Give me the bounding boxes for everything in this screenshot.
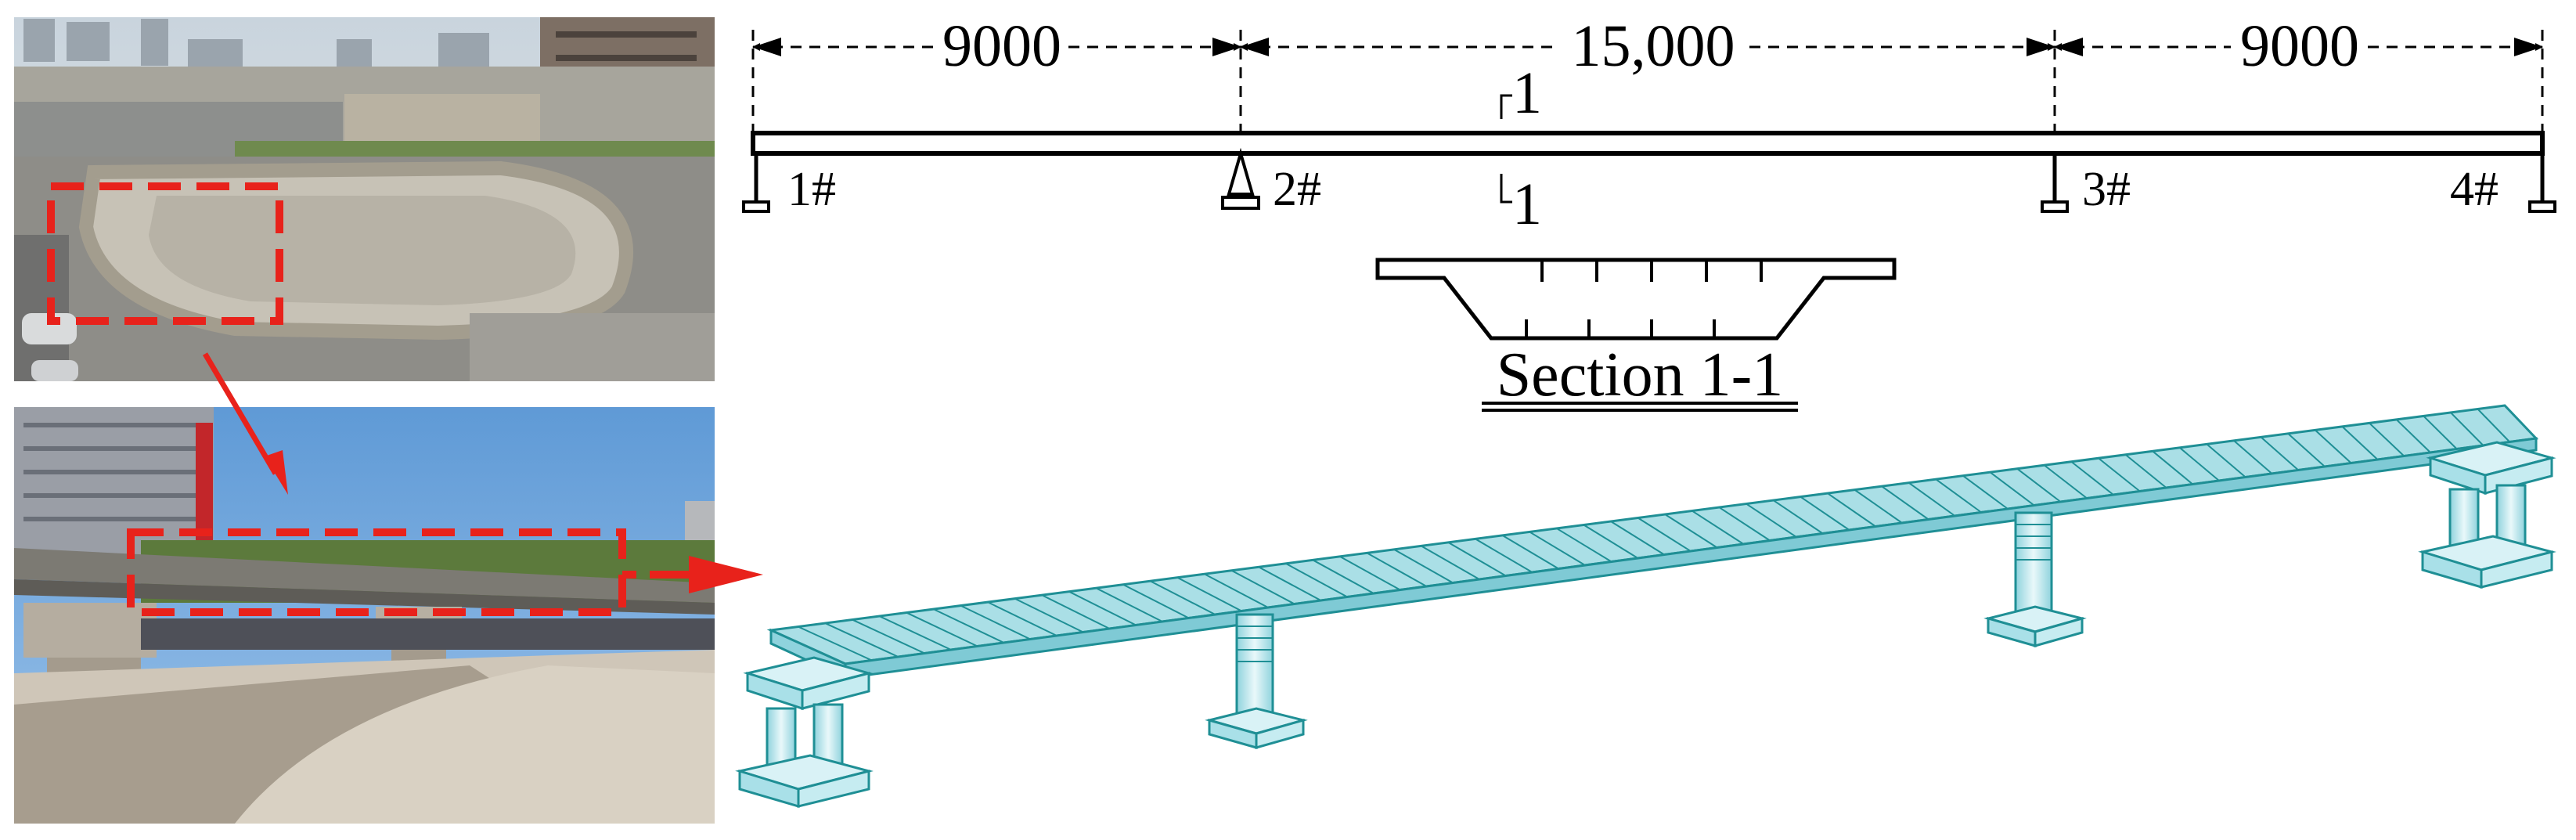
deck-rib-line xyxy=(2044,464,2088,499)
deck-rib-line xyxy=(2098,457,2141,492)
support-label-4: 4# xyxy=(2450,163,2499,216)
deck-rib-line xyxy=(1529,531,1586,566)
deck-rib-line xyxy=(1718,507,1771,542)
deck-rib-line xyxy=(1854,488,1903,524)
deck-rib-line xyxy=(1637,517,1692,552)
pier-2 xyxy=(1205,613,1308,749)
deck-rib-line xyxy=(1041,594,1110,629)
dimension-span-1: 9000 xyxy=(942,13,1061,79)
deck-rib-line xyxy=(1989,471,2035,507)
deck-rib-line xyxy=(1122,583,1190,619)
deck-rib-line xyxy=(1176,576,1242,612)
deck-rib-line xyxy=(2341,426,2379,460)
deck-rib-line xyxy=(1312,559,1374,594)
deck-rib-line xyxy=(1962,474,2009,510)
deck-rib-line xyxy=(2477,408,2510,443)
deck-rib-line xyxy=(1610,521,1665,556)
deck-rib-line xyxy=(824,622,899,658)
deck-rib-line xyxy=(1935,478,1982,514)
deck-rib-line xyxy=(798,625,873,662)
deck-rib-line xyxy=(1339,555,1401,591)
deck-rib-line xyxy=(1014,597,1084,633)
pier-4 xyxy=(2418,441,2556,589)
deck-rib-line xyxy=(2179,447,2220,481)
deck-rib-line xyxy=(1800,496,1850,531)
deck-rib-line xyxy=(1447,542,1507,577)
deck-rib-line xyxy=(879,615,952,651)
deck-rib-line xyxy=(852,618,925,654)
pier-1 xyxy=(735,656,874,809)
support-label-3: 3# xyxy=(2082,163,2131,216)
deck-rib-line xyxy=(933,608,1004,644)
deck-rib-line xyxy=(1150,580,1216,615)
deck-rib-line xyxy=(1204,573,1269,608)
deck-rib-line xyxy=(2369,422,2405,457)
deck-rib-line xyxy=(2287,433,2326,467)
section-marker-bottom: 1 xyxy=(1512,171,1542,237)
deck-rib-line xyxy=(1258,566,1321,601)
deck-rib-line xyxy=(2423,415,2458,450)
deck-rib-line xyxy=(1692,510,1745,545)
deck-rib-line xyxy=(1501,535,1559,570)
deck-rib-line xyxy=(1475,538,1533,573)
support-2 xyxy=(1221,147,1260,210)
deck-rib-line xyxy=(2233,440,2273,474)
deck-rib-line xyxy=(960,604,1031,640)
deck-rib-line xyxy=(1556,528,1612,563)
deck-rib-line xyxy=(1366,552,1427,587)
deck-rib-line xyxy=(2206,443,2246,478)
deck-rib-line xyxy=(1583,524,1639,559)
deck-rib-line xyxy=(2315,429,2352,464)
support-label-1: 1# xyxy=(787,163,836,216)
deck-rib-line xyxy=(1827,492,1876,528)
deck-rib-line xyxy=(1285,562,1348,598)
deck-rib-line xyxy=(1068,590,1137,626)
deck-rib-line xyxy=(1908,481,1956,517)
support-3 xyxy=(2041,153,2069,213)
support-1 xyxy=(742,153,770,213)
dimension-span-2: 15,000 xyxy=(1572,13,1735,79)
dimension-span-3: 9000 xyxy=(2240,13,2359,79)
deck-rib-line xyxy=(2070,460,2114,496)
deck-rib-line xyxy=(906,611,978,647)
deck-rib-line xyxy=(1393,548,1454,584)
support-label-2: 2# xyxy=(1273,163,1321,216)
section-marker-top: 1 xyxy=(1512,60,1542,126)
deck-rib-line xyxy=(2260,436,2299,471)
section-title: Section 1-1 xyxy=(1497,341,1784,409)
deck-rib-line xyxy=(2395,419,2431,453)
deck-rib-line xyxy=(1095,587,1163,622)
deck-rib-line xyxy=(1664,514,1718,549)
highlight-arrows xyxy=(202,352,763,593)
deck-rib-line xyxy=(1772,499,1824,535)
deck-rib-line xyxy=(2016,467,2062,503)
plan-diagram: 9000 15,000 9000 1 1 1# 2# 3# 4# xyxy=(742,13,2556,237)
deck-rib-line xyxy=(1230,569,1295,605)
deck-rib-line xyxy=(2450,412,2484,446)
pier-3 xyxy=(1983,511,2087,647)
deck-rib-line xyxy=(1746,503,1797,538)
fe-model-3d xyxy=(735,404,2556,809)
deck-rib-line xyxy=(2124,454,2167,488)
deck-rib-line xyxy=(987,601,1057,636)
ground-photo xyxy=(14,407,715,824)
deck-rib-line xyxy=(1881,485,1929,521)
deck-rib-line xyxy=(2152,450,2193,485)
support-4 xyxy=(2528,153,2556,213)
aerial-photo xyxy=(14,17,715,381)
section-1-1-drawing: Section 1-1 xyxy=(1375,258,1897,412)
deck-rib-line xyxy=(1421,545,1480,580)
